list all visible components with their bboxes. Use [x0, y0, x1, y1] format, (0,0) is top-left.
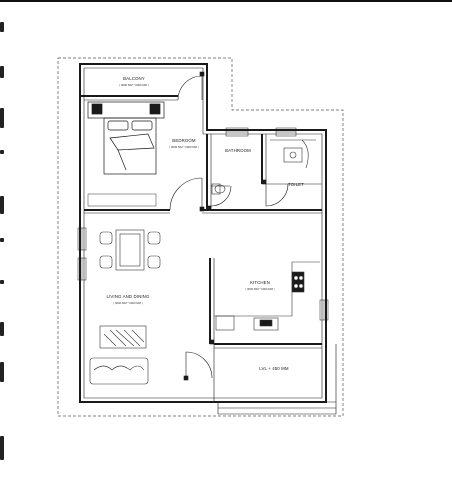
balcony-door [177, 71, 205, 101]
edge-mark [0, 362, 4, 382]
kitchen-counter [214, 261, 320, 331]
edge-mark [0, 22, 4, 32]
bedroom-label: BEDROOM [172, 138, 196, 143]
outer-walls [79, 63, 327, 403]
dining-set [99, 229, 161, 271]
balcony-label: BALCONY [123, 76, 145, 81]
bathroom-door [206, 185, 232, 211]
windows [77, 127, 329, 321]
rug [99, 325, 147, 349]
edge-mark [0, 436, 4, 460]
sofa [89, 357, 149, 385]
balcony-size: ( 0000 MM * 0000 MM ) [119, 83, 148, 87]
bed [87, 101, 165, 175]
plot-boundary-dashed [57, 57, 344, 417]
toilet-door [261, 179, 289, 207]
edge-mark [0, 280, 4, 284]
wardrobe [87, 193, 157, 207]
kitchen-size: ( 0000 MM * 0000 MM ) [245, 287, 274, 291]
bedroom-size: ( 0000 MM * 0000 MM ) [169, 145, 198, 149]
kitchen-label: KITCHEN [250, 280, 270, 285]
shower-fixture [270, 139, 316, 163]
living-label: LIVING AND DINING [107, 294, 150, 299]
edge-mark [0, 322, 4, 336]
entrance-door [183, 339, 215, 381]
entrance-steps [217, 344, 337, 415]
toilet-label: TOILET [288, 182, 304, 187]
bathroom-label: BATHROOM [225, 148, 251, 153]
interior-wall [84, 134, 322, 402]
toilet-wc [301, 139, 309, 169]
edge-mark [0, 150, 4, 154]
edge-mark [0, 108, 4, 128]
top-border-rule [0, 0, 452, 2]
edge-mark [0, 66, 4, 78]
edge-mark [0, 238, 4, 242]
living-size: ( 0000 MM * 0000 MM ) [113, 301, 142, 305]
bedroom-door [169, 177, 205, 212]
entrance-level-label: LVL + 450 MM [259, 366, 289, 371]
outer-walls-inner-line [83, 67, 323, 399]
edge-mark [0, 196, 4, 214]
wc-fixture [211, 183, 226, 195]
